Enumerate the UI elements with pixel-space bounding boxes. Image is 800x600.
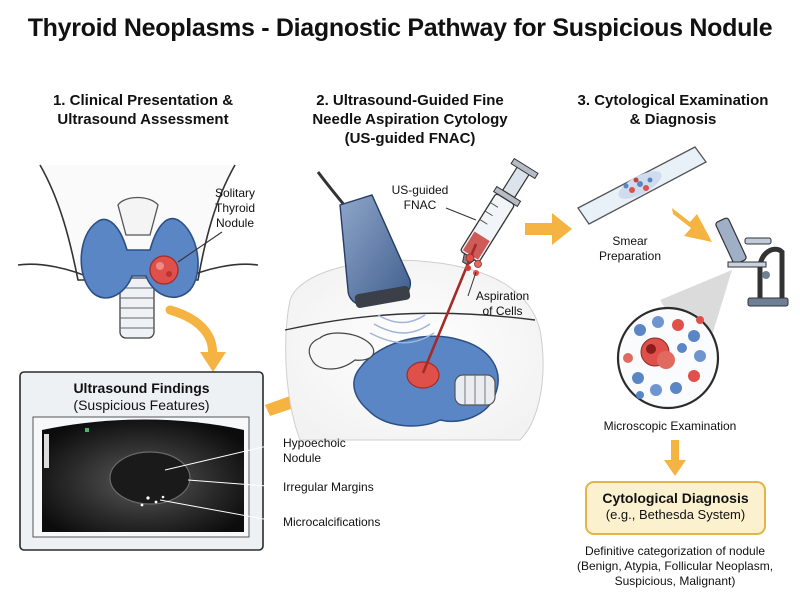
microscopic-label: Microscopic Examination <box>603 419 737 433</box>
step1-heading-line2: Ultrasound Assessment <box>57 111 229 128</box>
categorization-text: Definitive categorization of nodule (Ben… <box>552 544 798 589</box>
findings-subtitle: (Suspicious Features) <box>73 397 210 413</box>
fnac-illustration <box>284 157 544 441</box>
diagnosis-subtitle: (e.g., Bethesda System) <box>605 507 746 522</box>
feature-irregular-margins: Irregular Margins <box>283 480 374 494</box>
thyroid-nodule-icon <box>149 255 179 285</box>
ultrasound-scale-bar <box>44 434 49 468</box>
arrow-head-to-diagnosis <box>664 460 686 476</box>
diagnosis-text: Cytological Diagnosis (e.g., Bethesda Sy… <box>586 490 765 523</box>
aspiration-leader-line <box>467 271 477 297</box>
arrow-to-microscope <box>672 208 712 242</box>
leader-microcalc <box>159 499 281 523</box>
aspiration-label-line1: Aspiration <box>475 289 530 303</box>
nodule-label-line2: Thyroid <box>214 201 255 215</box>
step2-heading-line2: Needle Aspiration Cytology <box>312 111 508 128</box>
categorization-line2: (Benign, Atypia, Follicular Neoplasm, <box>576 559 774 573</box>
smear-slide-icon <box>577 146 707 225</box>
step3-heading: 3. Cytological Examination & Diagnosis <box>553 91 793 129</box>
arrow-to-cytology <box>525 213 572 245</box>
fnac-label-line2: FNAC <box>403 198 437 212</box>
step3-heading-line1: 3. Cytological Examination <box>577 92 769 109</box>
step2-heading: 2. Ultrasound-Guided Fine Needle Aspirat… <box>285 91 535 148</box>
hypoechoic-nodule-shape <box>109 451 191 505</box>
microscope-icon <box>715 217 789 307</box>
syringe-icon <box>460 157 539 266</box>
feature-hypoechoic-line1: Hypoechoic <box>283 436 346 450</box>
diagnosis-title: Cytological Diagnosis <box>602 490 749 506</box>
arrow-head-to-findings <box>200 352 226 372</box>
step2-heading-line3: (US-guided FNAC) <box>344 130 476 147</box>
target-nodule-icon <box>406 361 440 389</box>
smear-label-line1: Smear <box>612 234 648 248</box>
step2-heading-line1: 2. Ultrasound-Guided Fine <box>316 92 504 109</box>
leader-margins <box>187 479 281 488</box>
ultrasound-probe-icon <box>316 171 412 308</box>
aspiration-label: Aspiration of Cells <box>465 289 540 319</box>
leader-hypoechoic <box>164 442 281 471</box>
hand-icon <box>308 332 375 370</box>
fnac-leader-line <box>445 207 477 221</box>
categorization-line3: Suspicious, Malignant) <box>614 574 736 588</box>
page-title: Thyroid Neoplasms - Diagnostic Pathway f… <box>27 14 773 42</box>
diagnosis-box <box>585 481 766 535</box>
step3-heading-line2: & Diagnosis <box>629 111 717 128</box>
solitary-nodule-label: Solitary Thyroid Nodule <box>200 186 270 231</box>
smear-label-line2: Preparation <box>598 249 662 263</box>
step1-heading-line1: 1. Clinical Presentation & <box>52 92 234 109</box>
nodule-label-line1: Solitary <box>214 186 255 200</box>
nodule-label-line3: Nodule <box>215 216 255 230</box>
feature-hypoechoic: Hypoechoic Nodule <box>283 436 346 466</box>
aspiration-label-line2: of Cells <box>482 304 523 318</box>
fnac-label-line1: US-guided <box>391 183 449 197</box>
findings-header: Ultrasound Findings (Suspicious Features… <box>20 380 263 414</box>
categorization-line1: Definitive categorization of nodule <box>584 544 766 558</box>
findings-title: Ultrasound Findings <box>73 380 210 396</box>
smear-label: Smear Preparation <box>590 234 670 264</box>
neck-illustration <box>17 164 259 339</box>
nodule-leader-line <box>177 231 223 263</box>
feature-microcalcifications: Microcalcifications <box>283 515 381 529</box>
step1-heading: 1. Clinical Presentation & Ultrasound As… <box>18 91 268 129</box>
fnac-label: US-guided FNAC <box>385 183 455 213</box>
microscopic-view-icon <box>616 306 720 410</box>
ultrasound-findings-panel <box>19 371 281 551</box>
trachea-icon <box>119 277 155 339</box>
arrow-to-findings <box>165 305 217 363</box>
feature-hypoechoic-line2: Nodule <box>283 451 322 465</box>
